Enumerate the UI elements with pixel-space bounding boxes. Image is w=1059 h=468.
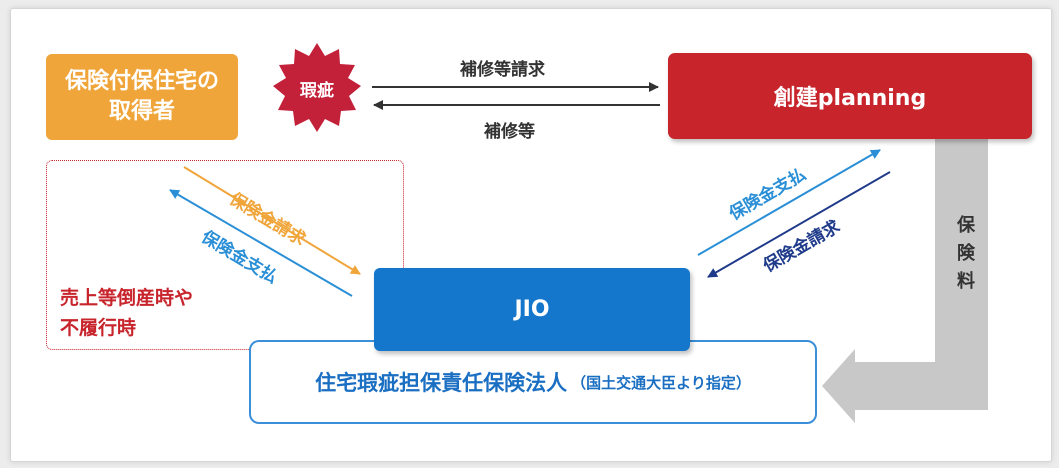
repair-request-label: 補修等請求 xyxy=(460,60,545,80)
defect-burst xyxy=(273,43,361,132)
left-claim-arrow xyxy=(183,166,361,275)
right-claim-arrow xyxy=(707,171,891,278)
premium-char-3: 料 xyxy=(957,271,975,292)
premium-char-1: 保 xyxy=(957,215,975,236)
insurer-designation: （国土交通大臣より指定） xyxy=(571,373,751,392)
premium-char-2: 険 xyxy=(957,243,975,264)
premium-label: 保 険 料 xyxy=(953,212,979,296)
premium-arrow xyxy=(822,139,988,423)
right-payment-arrow xyxy=(697,149,881,256)
repair-label: 補修等 xyxy=(484,122,535,142)
default-case-note: 売上等倒産時や 不履行時 xyxy=(60,283,193,343)
default-case-line2: 不履行時 xyxy=(60,317,137,339)
jio-box: JIO xyxy=(374,268,690,351)
home-owner-box: 保険付保住宅の 取得者 xyxy=(46,54,238,140)
insurer-box: 住宅瑕疵担保責任保険法人 （国土交通大臣より指定） xyxy=(249,340,817,424)
default-case-line1: 売上等倒産時や xyxy=(60,287,194,309)
defect-label: 瑕疵 xyxy=(300,81,334,101)
home-owner-line2: 取得者 xyxy=(108,99,175,124)
builder-box: 創建planning xyxy=(668,53,1032,139)
home-owner-line1: 保険付保住宅の xyxy=(64,69,219,94)
insurer-name: 住宅瑕疵担保責任保険法人 xyxy=(315,371,568,395)
left-payment-arrow xyxy=(169,189,353,297)
default-case-frame xyxy=(46,160,404,350)
